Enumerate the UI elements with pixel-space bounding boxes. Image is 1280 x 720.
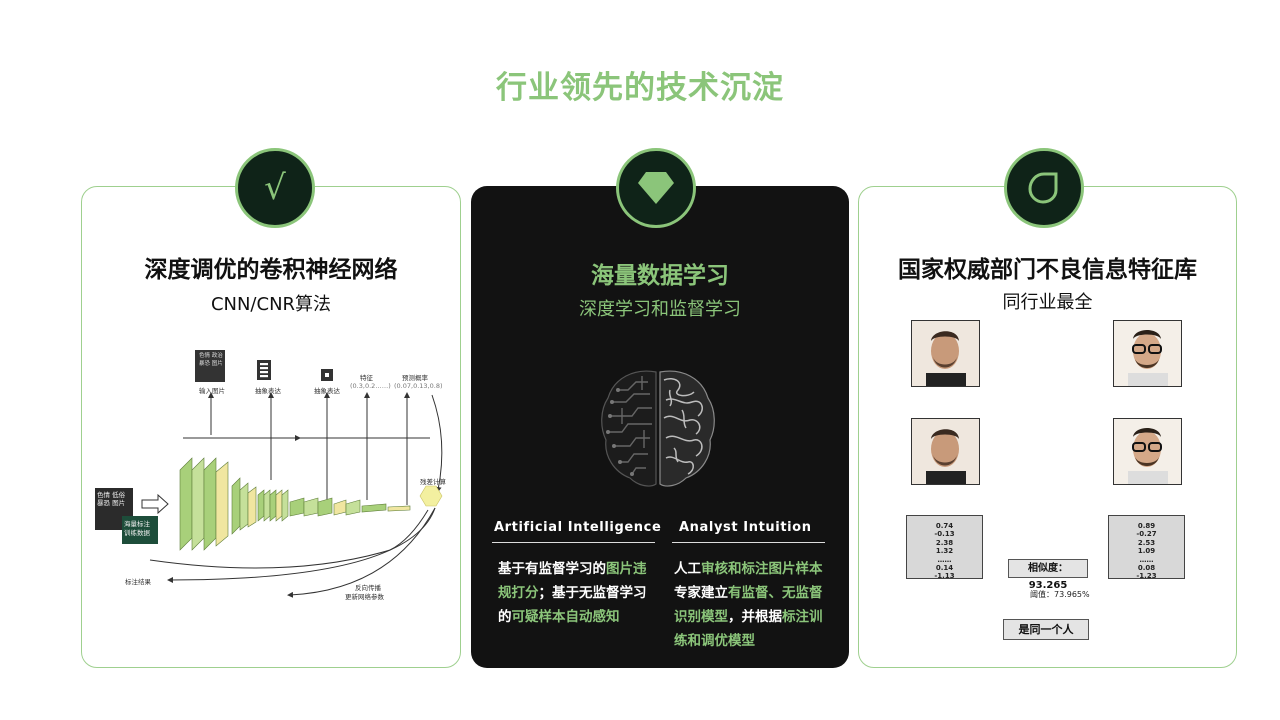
card-feature-subtitle: 同行业最全 — [1002, 292, 1093, 313]
brain-circuit-image — [601, 370, 715, 487]
cnn-diagram — [95, 350, 443, 598]
label-result: 标注结果 — [125, 578, 151, 586]
analyst-divider — [672, 542, 825, 543]
leaf-icon — [1028, 172, 1058, 204]
card-cnn-title: 深度调优的卷积神经网络 — [144, 257, 398, 283]
backprop-label-2: 更新网络参数 — [345, 593, 384, 601]
train-box-label: 海量标注 训练数据 — [124, 520, 150, 537]
analyst-description: 人工审核和标注图片样本专家建立有监督、无监督识别模型，并根据标注训练和调优模型 — [674, 561, 823, 649]
backprop-label-1: 反向传播 — [355, 584, 381, 592]
prob-label: 预测概率 — [402, 374, 428, 382]
ai-heading: Artificial Intelligence — [494, 520, 662, 535]
badge-checkmark: √ — [235, 148, 315, 228]
loss-label: 残差计算 — [420, 478, 446, 486]
input-image-label: 输入图片 — [199, 387, 225, 395]
face-photo-2 — [1113, 320, 1182, 387]
diamond-icon — [638, 172, 674, 204]
input-image-box-label: 色情 政治 暴恐 图片 — [199, 353, 223, 367]
feature-values: (0.3,0.2……) — [350, 382, 391, 390]
face-photo-3 — [911, 418, 980, 485]
feature-label: 特征 — [360, 374, 373, 382]
prob-values: (0.07,0.13,0.8) — [394, 382, 443, 390]
abstract-label-2: 抽象表达 — [314, 387, 340, 395]
card-data-subtitle: 深度学习和监督学习 — [579, 299, 741, 320]
abstract-label-1: 抽象表达 — [255, 387, 281, 395]
card-feature-title: 国家权威部门不良信息特征库 — [898, 257, 1197, 283]
threshold-text: 阈值：73.965% — [1030, 590, 1090, 599]
badge-diamond — [616, 148, 696, 228]
ai-description: 基于有监督学习的图片违规打分；基于无监督学习的可疑样本自动感知 — [498, 561, 647, 625]
card-data-title: 海量数据学习 — [591, 263, 729, 289]
face-photo-4 — [1113, 418, 1182, 485]
analyst-heading: Analyst Intuition — [679, 520, 812, 535]
result-box: 是同一个人 — [1003, 619, 1089, 640]
ai-divider — [492, 542, 655, 543]
card-cnn-subtitle: CNN/CNR算法 — [210, 294, 332, 315]
similarity-box: 相似度：93.265 — [1008, 559, 1088, 591]
checkmark-icon: √ — [264, 168, 286, 208]
left-box-label: 色情 低俗 暴恐 图片 — [97, 491, 126, 507]
face-photo-1 — [911, 320, 980, 387]
badge-leaf — [1004, 148, 1084, 228]
page-title: 行业领先的技术沉淀 — [496, 70, 784, 106]
